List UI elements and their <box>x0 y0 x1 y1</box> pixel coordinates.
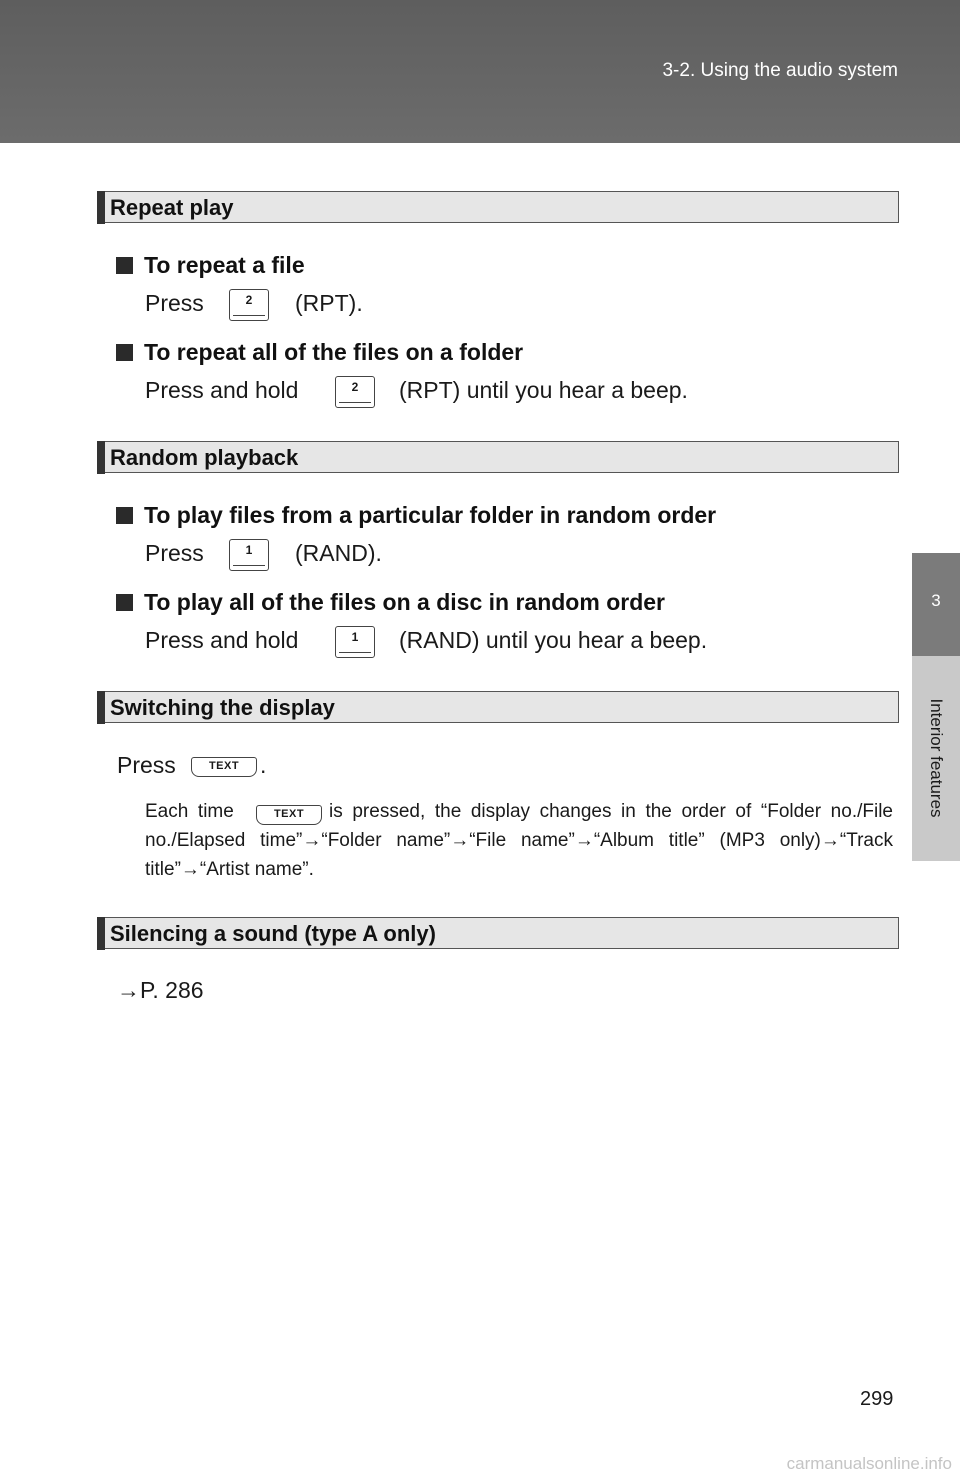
section-heading-silence: Silencing a sound (type A only) <box>97 916 899 950</box>
bullet-square-icon <box>116 344 133 361</box>
page-header: 3-2. Using the audio system <box>0 0 960 143</box>
subheading-repeat-folder: To repeat all of the files on a folder <box>116 339 523 366</box>
preset-button-1-icon: 1 <box>229 539 269 571</box>
section-title: Silencing a sound (type A only) <box>110 921 436 946</box>
preset-button-1-icon: 1 <box>335 626 375 658</box>
watermark: carmanualsonline.info <box>786 1454 952 1473</box>
page-number: 299 <box>860 1388 894 1410</box>
section-title: Repeat play <box>110 195 234 220</box>
section-title: Switching the display <box>110 695 335 720</box>
bullet-square-icon <box>116 594 133 611</box>
text-button-icon: TEXT <box>191 757 257 777</box>
header-title: 3-2. Using the audio system <box>662 60 898 81</box>
chapter-tab-number: 3 <box>912 553 960 656</box>
section-heading-random: Random playback <box>97 440 899 474</box>
instruction-line: Press and hold <box>145 627 299 653</box>
bullet-square-icon <box>116 507 133 524</box>
preset-button-2-icon: 2 <box>229 289 269 321</box>
section-title: Random playback <box>110 445 299 470</box>
subheading-random-disc: To play all of the files on a disc in ra… <box>116 589 665 616</box>
subheading-random-folder: To play files from a particular folder i… <box>116 502 716 529</box>
chapter-tab-label: Interior features <box>927 698 946 818</box>
section-heading-display: Switching the display <box>97 690 899 724</box>
display-order-note: Each time is pressed, the display change… <box>145 801 893 880</box>
instruction-suffix: (RAND). <box>295 540 382 566</box>
instruction-line: Press and hold <box>145 377 299 403</box>
bullet-square-icon <box>116 257 133 274</box>
text-button-icon: TEXT <box>256 805 322 825</box>
chapter-tab: Interior features <box>912 656 960 861</box>
section-heading-repeat: Repeat play <box>97 190 899 224</box>
page-reference-link[interactable]: →P. 286 <box>117 977 204 1003</box>
instruction-line: Press <box>117 752 176 778</box>
preset-button-2-icon: 2 <box>335 376 375 408</box>
subheading-repeat-file: To repeat a file <box>116 252 305 279</box>
instruction-line: Press <box>145 540 204 566</box>
instruction-suffix: (RPT) until you hear a beep. <box>399 377 688 403</box>
instruction-line: Press <box>145 290 204 316</box>
instruction-suffix: (RPT). <box>295 290 363 316</box>
instruction-suffix: (RAND) until you hear a beep. <box>399 627 708 653</box>
instruction-suffix: . <box>260 752 267 778</box>
